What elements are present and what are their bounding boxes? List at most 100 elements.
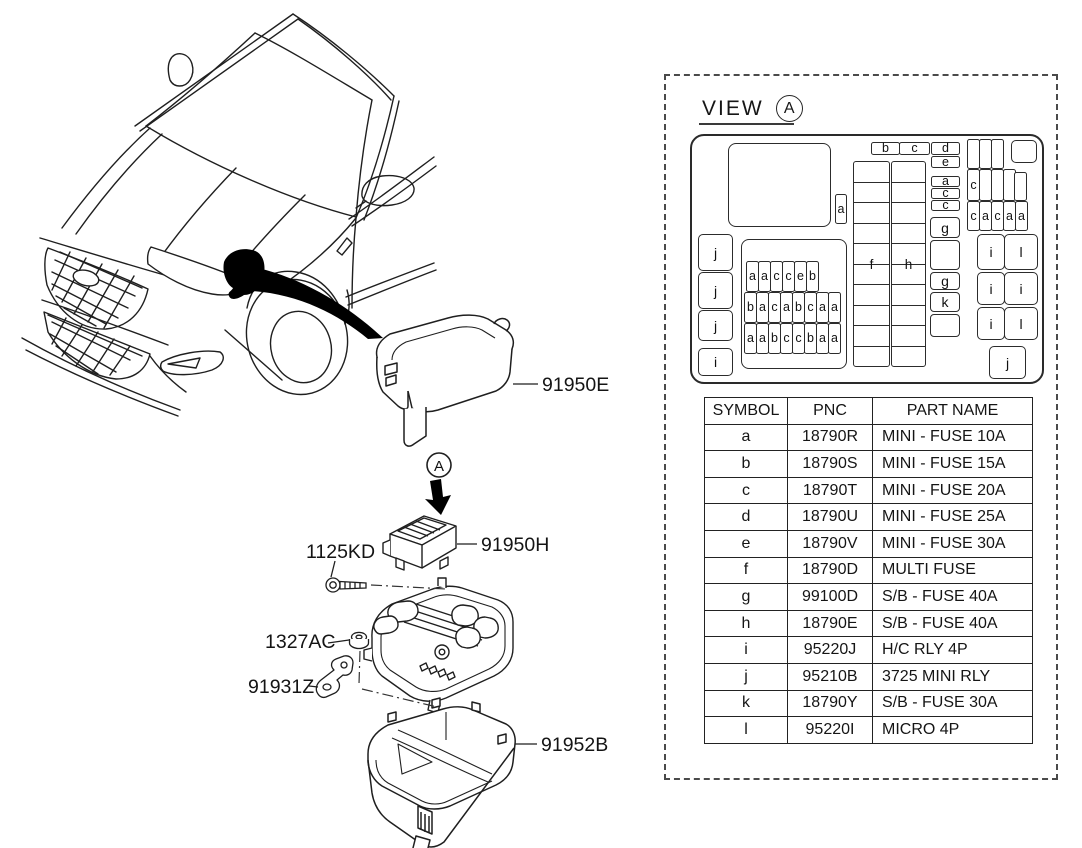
relay-slot: i bbox=[698, 348, 733, 376]
sb-fuse-slot: g bbox=[930, 272, 960, 290]
upper-cover-91950E-art bbox=[375, 314, 515, 447]
part-name-cell: MINI - FUSE 15A bbox=[872, 450, 1033, 478]
part-name-cell: MINI - FUSE 10A bbox=[872, 423, 1033, 452]
pnc-cell: 18790D bbox=[787, 556, 873, 585]
view-letter: A bbox=[783, 99, 795, 117]
part-name-cell: MINI - FUSE 25A bbox=[872, 503, 1033, 531]
part-label-1327AC: 1327AC bbox=[265, 631, 335, 653]
symbol-cell: i bbox=[704, 636, 788, 664]
relay-block-blank bbox=[728, 143, 831, 227]
pnc-cell: 18790E bbox=[787, 609, 873, 638]
multi-fuse-column-h bbox=[891, 161, 926, 367]
view-a-detail-panel: VIEW A a b c d e a c c g g k bbox=[664, 74, 1058, 780]
part-label-91931Z: 91931Z bbox=[248, 676, 314, 698]
pnc-cell: 95220I bbox=[787, 716, 873, 744]
multi-fuse-column-f bbox=[853, 161, 890, 367]
label-leader-lines bbox=[308, 383, 538, 745]
part-label-91952B: 91952B bbox=[541, 734, 608, 756]
blank-block bbox=[1011, 140, 1037, 163]
relay-slot: j bbox=[698, 310, 733, 341]
symbol-cell: d bbox=[704, 503, 788, 531]
fuse-slot: c bbox=[770, 261, 783, 292]
view-a-letter: A bbox=[434, 458, 444, 475]
col-header-part-name: PART NAME bbox=[872, 397, 1033, 425]
fuse-slot: d bbox=[931, 142, 960, 155]
bracket-91931Z-art bbox=[315, 655, 354, 699]
symbol-cell: b bbox=[704, 450, 788, 478]
sb-fuse-slot bbox=[930, 314, 960, 337]
pnc-cell: 95220J bbox=[787, 636, 873, 664]
part-name-cell: MINI - FUSE 30A bbox=[872, 529, 1033, 558]
sb-fuse-slot bbox=[930, 240, 960, 270]
fuse-slot: b bbox=[744, 292, 757, 323]
bolt-1125KD-art bbox=[325, 577, 367, 593]
upper-block-91950H-art bbox=[382, 515, 457, 571]
fuse-slot bbox=[1014, 172, 1027, 201]
relay-slot: i bbox=[1004, 272, 1038, 305]
relay-slot: i bbox=[977, 234, 1005, 270]
car-line-art bbox=[21, 13, 437, 417]
col-header-symbol: SYMBOL bbox=[704, 397, 788, 425]
fuse-slot: b bbox=[806, 261, 819, 292]
assembly-center-lines bbox=[358, 584, 447, 708]
pointer-swoosh-arrow bbox=[252, 268, 383, 339]
symbol-cell: e bbox=[704, 529, 788, 558]
relay-slot: j bbox=[989, 346, 1026, 379]
fuse-slot bbox=[991, 139, 1004, 169]
relay-slot: i bbox=[977, 307, 1005, 340]
fuse-slot: a bbox=[835, 194, 847, 224]
view-title-underline bbox=[699, 123, 794, 125]
symbol-cell: a bbox=[704, 423, 788, 452]
fuse-slot: a bbox=[931, 175, 960, 188]
fuse-slot: e bbox=[931, 156, 960, 168]
fuse-slot: a bbox=[828, 292, 841, 323]
pnc-cell: 95210B bbox=[787, 662, 873, 691]
fusebox-map: a b c d e a c c g g k f h bbox=[690, 134, 1044, 384]
symbol-cell: h bbox=[704, 609, 788, 638]
relay-slot: i bbox=[977, 272, 1005, 305]
view-header: VIEW A bbox=[702, 95, 803, 122]
exploded-view-illustration: A bbox=[21, 13, 609, 848]
fuse-slot: c bbox=[931, 187, 960, 200]
fusebox-body-art bbox=[363, 577, 514, 714]
fuse-slot: b bbox=[871, 142, 900, 155]
table-header-row: SYMBOL PNC PART NAME bbox=[704, 397, 1033, 425]
multi-fuse-label-h: h bbox=[904, 256, 913, 272]
part-name-cell: MULTI FUSE bbox=[872, 556, 1033, 585]
part-name-cell: S/B - FUSE 30A bbox=[872, 689, 1033, 718]
part-name-cell: MINI - FUSE 20A bbox=[872, 476, 1033, 505]
nut-1327AC-art bbox=[348, 631, 370, 650]
view-title: VIEW bbox=[702, 96, 764, 120]
part-label-1125KD: 1125KD bbox=[306, 541, 375, 563]
fuse-slot: c bbox=[899, 142, 930, 155]
symbol-cell: j bbox=[704, 662, 788, 691]
pnc-cell: 18790V bbox=[787, 529, 873, 558]
fuse-slot: a bbox=[1015, 201, 1028, 231]
circle-a-icon: A bbox=[775, 95, 803, 122]
symbol-cell: f bbox=[704, 556, 788, 585]
pnc-cell: 99100D bbox=[787, 583, 873, 611]
col-header-pnc: PNC bbox=[787, 397, 873, 425]
part-label-91950H: 91950H bbox=[481, 534, 549, 556]
symbol-cell: c bbox=[704, 476, 788, 505]
pnc-cell: 18790Y bbox=[787, 689, 873, 718]
lower-cover-91952B-art bbox=[367, 697, 516, 848]
sb-fuse-slot: k bbox=[930, 292, 960, 312]
fuse-slot: a bbox=[756, 323, 769, 354]
pnc-cell: 18790S bbox=[787, 450, 873, 478]
part-name-cell: MICRO 4P bbox=[872, 716, 1033, 744]
multi-fuse-label-f: f bbox=[869, 256, 874, 272]
pnc-cell: 18790U bbox=[787, 503, 873, 531]
sb-fuse-slot: g bbox=[930, 217, 960, 238]
part-name-cell: H/C RLY 4P bbox=[872, 636, 1033, 664]
symbol-cell: k bbox=[704, 689, 788, 718]
fuse-slot: c bbox=[792, 323, 805, 354]
